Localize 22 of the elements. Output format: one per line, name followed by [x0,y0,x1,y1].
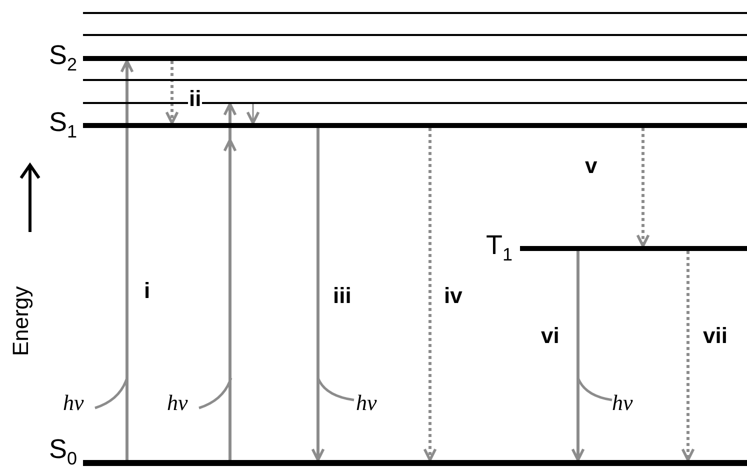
arrow [636,128,650,248]
energy-level-line [83,12,747,14]
arrow [571,251,585,462]
energy-level-line [83,102,747,104]
arrow [681,251,695,462]
photon-label: hv [63,392,84,414]
arrow [120,60,134,460]
arrow [423,128,437,462]
arrow [246,104,260,124]
level-label: S$_{2}$ [49,42,78,74]
level-label: S$_{0}$ [49,436,78,468]
arrow [165,61,179,124]
energy-level-line [83,79,747,81]
axis-label: Energy [10,286,32,356]
photon-label: hv [167,392,188,414]
level-label: T$_{1}$ [486,232,513,264]
photon-label: hv [612,392,633,414]
energy-level-line [83,34,747,36]
photon-label: hv [356,392,377,414]
arrow [224,104,236,460]
arrow [311,128,325,462]
level-label: S$_{1}$ [49,109,78,140]
